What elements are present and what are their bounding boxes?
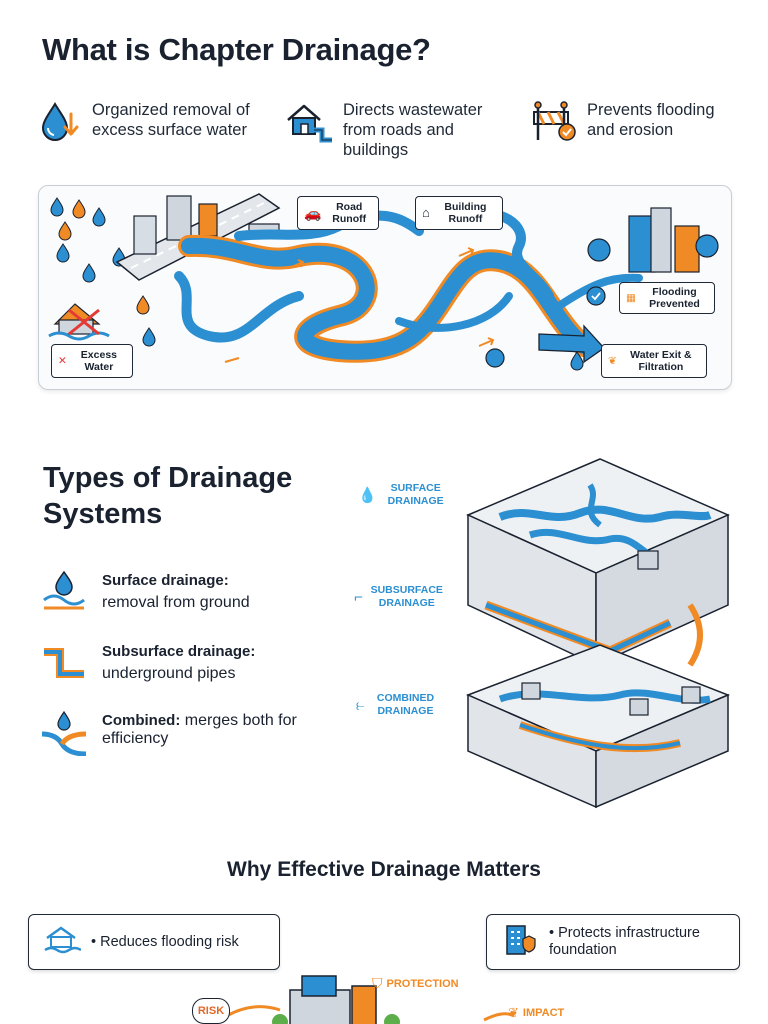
exit-arrow: [538, 324, 605, 364]
road-runoff-label: 🚗 Road Runoff: [297, 196, 379, 230]
isometric-drainage-blocks: [466, 458, 730, 809]
subsurface-pipe-icon: [40, 642, 88, 686]
flood-house-icon: [41, 924, 82, 960]
house-icon: ⌂: [422, 205, 430, 220]
flooding-risk-box: • Reduces flooding risk: [28, 914, 280, 970]
impact-label: ❦ IMPACT: [508, 1005, 565, 1020]
right-city: [587, 207, 719, 273]
surface-type-desc: removal from ground: [102, 594, 250, 611]
intro-text-1: Organized removal of excess surface wate…: [92, 101, 250, 139]
drainage-channels: [174, 208, 643, 363]
combined-drainage-icon: [40, 710, 88, 757]
car-icon: 🚗: [304, 205, 322, 221]
house-pipe-icon: [284, 100, 334, 146]
flow-arrows: [224, 247, 495, 363]
subsurface-type-title: Subsurface drainage:: [102, 643, 256, 660]
subsurface-type-desc: underground pipes: [102, 665, 236, 682]
flooding-prevented-label: ▦ Flooding Prevented: [619, 282, 715, 314]
combined-type-text: Combined: merges both for efficiency: [102, 712, 297, 747]
leaf-icon: ❦: [508, 1005, 519, 1020]
drainage-flow-diagram: 🚗 Road Runoff ⌂ Building Runoff ▦ Floodi…: [38, 185, 732, 390]
pipe-icon: ⌐: [354, 588, 363, 606]
building-shield-icon: [499, 922, 539, 962]
water-exit-label: ❦ Water Exit & Filtration: [601, 344, 707, 378]
drainage-impact-illustration: [219, 975, 515, 1024]
building-runoff-label: ⌂ Building Runoff: [415, 196, 503, 230]
combined-drainage-label: ⥼ COMBINED DRAINAGE: [356, 692, 435, 717]
flooded-house: [48, 303, 110, 341]
merge-icon: ⥼: [356, 696, 365, 714]
risk-badge: RISK: [192, 998, 230, 1024]
filter-leaf-icon: ❦: [608, 355, 617, 367]
protection-label: ⛉ PROTECTION: [372, 975, 459, 991]
barrier-check-icon: [530, 100, 578, 144]
surface-drainage-icon: [40, 570, 88, 614]
barrier-icon: ▦: [626, 292, 636, 304]
page-title: What is Chapter Drainage?: [42, 32, 431, 67]
no-house-icon: ✕: [58, 355, 67, 367]
types-title: Types of Drainage Systems: [43, 462, 293, 530]
drainage-flow-illustration: [48, 193, 719, 371]
protects-infrastructure-box: • Protects infrastructure foundation: [486, 914, 740, 970]
shield-icon: ⛉: [372, 975, 383, 991]
intro-text-3: Prevents flooding and erosion: [587, 101, 715, 139]
drop-icon: 💧: [358, 487, 377, 504]
matters-title: Why Effective Drainage Matters: [227, 858, 541, 881]
city-buildings: [133, 195, 218, 255]
surface-drainage-label: 💧 SURFACE DRAINAGE: [358, 482, 444, 507]
water-drop-arrow-icon: [38, 100, 84, 146]
intro-text-2: Directs wastewater from roads and buildi…: [343, 101, 483, 159]
excess-water-label: ✕ Excess Water: [51, 344, 133, 378]
subsurface-drainage-label: ⌐ SUBSURFACE DRAINAGE: [354, 584, 443, 609]
surface-type-title: Surface drainage:: [102, 572, 229, 589]
